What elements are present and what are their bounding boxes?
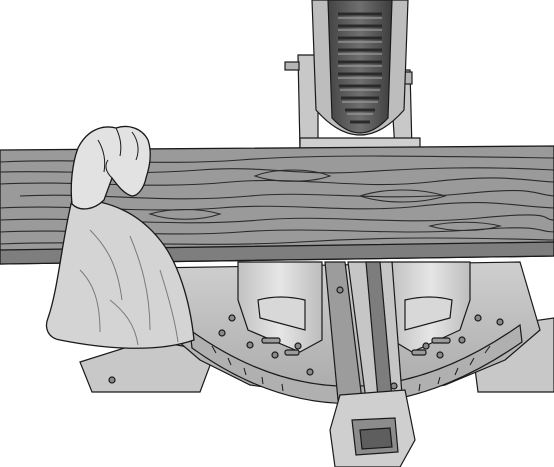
gloved-hand [70, 125, 151, 210]
hand-holding-board [45, 125, 195, 349]
sleeve [45, 199, 195, 349]
turntable-rim [189, 323, 523, 405]
saw-head [284, 0, 421, 153]
saw-base [79, 261, 554, 467]
